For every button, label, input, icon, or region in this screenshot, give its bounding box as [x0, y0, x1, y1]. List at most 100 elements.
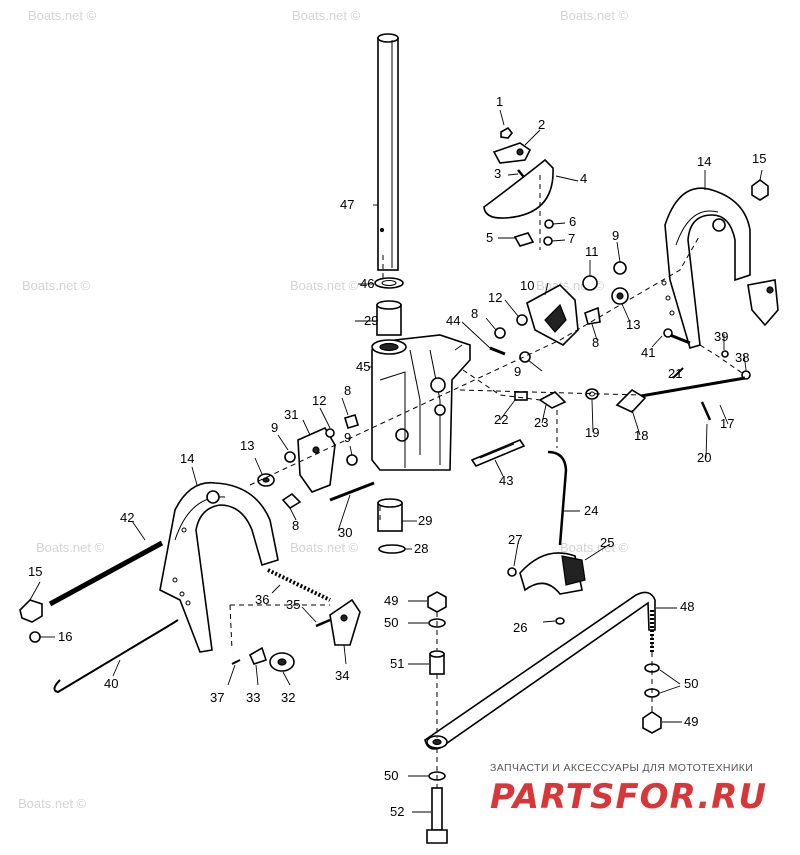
bushing-29-lower	[377, 498, 403, 532]
callout-8: 8	[344, 383, 351, 398]
callout-11: 11	[585, 244, 599, 259]
spring-44	[489, 346, 506, 356]
spring-11	[582, 275, 598, 291]
callout-27: 27	[508, 532, 522, 547]
rod-17	[634, 376, 746, 399]
pin-30	[329, 481, 375, 502]
bracket-23	[538, 391, 567, 409]
boats-watermark: Boats.net ©	[22, 278, 91, 293]
callout-14: 14	[180, 451, 194, 466]
callout-9: 9	[514, 364, 521, 379]
callout-42: 42	[120, 510, 134, 525]
callout-45: 45	[356, 359, 370, 374]
clamp-bracket-14-right	[661, 187, 779, 349]
callout-29: 29	[364, 313, 378, 328]
bushing-29-upper	[376, 300, 402, 336]
callout-20: 20	[697, 450, 711, 465]
washer-12-left	[325, 428, 335, 438]
callout-16: 16	[58, 629, 72, 644]
nut-9-center	[346, 454, 358, 466]
bolt-52	[426, 787, 448, 844]
screw-26	[555, 617, 565, 625]
callout-2: 2	[538, 117, 545, 132]
callout-23: 23	[534, 415, 548, 430]
callout-38: 38	[735, 350, 749, 365]
callout-30: 30	[338, 525, 352, 540]
brand-watermark: ЗАПЧАСТИ И АКСЕССУАРЫ ДЛЯ МОТОТЕХНИКИ PA…	[490, 762, 767, 817]
bracket-25	[519, 552, 586, 595]
callout-15: 15	[28, 564, 42, 579]
screw-8-mid	[494, 327, 506, 339]
leader-lines	[29, 109, 763, 813]
callout-9: 9	[612, 228, 619, 243]
callout-33: 33	[246, 690, 260, 705]
clip-33	[248, 646, 268, 665]
boats-watermark: Boats.net ©	[290, 278, 359, 293]
callout-50: 50	[684, 676, 698, 691]
boats-watermark: Boats.net ©	[290, 540, 359, 555]
nut-16	[29, 631, 41, 643]
link-18	[615, 388, 647, 413]
o-ring-28	[378, 544, 406, 554]
callout-51: 51	[390, 656, 404, 671]
callout-12: 12	[312, 393, 326, 408]
nut-6	[544, 219, 554, 229]
pin-37	[231, 659, 241, 665]
callout-25: 25	[600, 535, 614, 550]
callout-15: 15	[752, 151, 766, 166]
boats-watermark: Boats.net ©	[18, 796, 87, 811]
plate-31	[297, 426, 336, 493]
boats-watermark: Boats.net ©	[36, 540, 105, 555]
nut-15-right	[751, 179, 769, 201]
clip-5	[513, 232, 535, 247]
callout-3: 3	[494, 166, 501, 181]
swivel-bracket-45	[371, 334, 471, 471]
steering-tube-47	[377, 33, 399, 271]
callout-10: 10	[520, 278, 534, 293]
washer-39	[721, 350, 729, 358]
callout-18: 18	[634, 428, 648, 443]
nut-15-left	[19, 599, 43, 623]
nut-7	[543, 236, 553, 246]
callout-49: 49	[684, 714, 698, 729]
brand-name: PARTSFOR.RU	[490, 777, 767, 817]
callout-12: 12	[488, 290, 502, 305]
callout-22: 22	[494, 412, 508, 427]
callout-13: 13	[240, 438, 254, 453]
callout-17: 17	[720, 416, 734, 431]
callout-8: 8	[471, 306, 478, 321]
callout-44: 44	[446, 313, 460, 328]
callout-13: 13	[626, 317, 640, 332]
callout-9: 9	[344, 430, 351, 445]
screw-8-upper-left	[344, 414, 359, 429]
callout-41: 41	[641, 345, 655, 360]
screw-8-right	[584, 306, 601, 325]
callout-21: 21	[668, 366, 682, 381]
boats-watermark: Boats.net ©	[292, 8, 361, 23]
callout-29: 29	[418, 513, 432, 528]
clamp-bracket-14-left	[159, 481, 279, 653]
callout-43: 43	[499, 473, 513, 488]
callout-37: 37	[210, 690, 224, 705]
nut-27	[507, 567, 517, 577]
screw-8-lower-left	[281, 492, 302, 510]
callout-50: 50	[384, 768, 398, 783]
callout-50: 50	[384, 615, 398, 630]
rod-40	[53, 619, 179, 694]
nut-49-right	[642, 711, 662, 734]
callout-39: 39	[714, 329, 728, 344]
washer-46	[374, 277, 404, 289]
nut-1	[500, 126, 514, 139]
callout-28: 28	[414, 541, 428, 556]
callout-40: 40	[104, 676, 118, 691]
tie-bar-48	[424, 591, 656, 750]
plate-2	[492, 142, 532, 164]
callout-4: 4	[580, 171, 587, 186]
rod-24	[547, 450, 568, 546]
callout-19: 19	[585, 425, 599, 440]
boats-watermark: Boats.net ©	[28, 8, 97, 23]
callout-35: 35	[286, 597, 300, 612]
